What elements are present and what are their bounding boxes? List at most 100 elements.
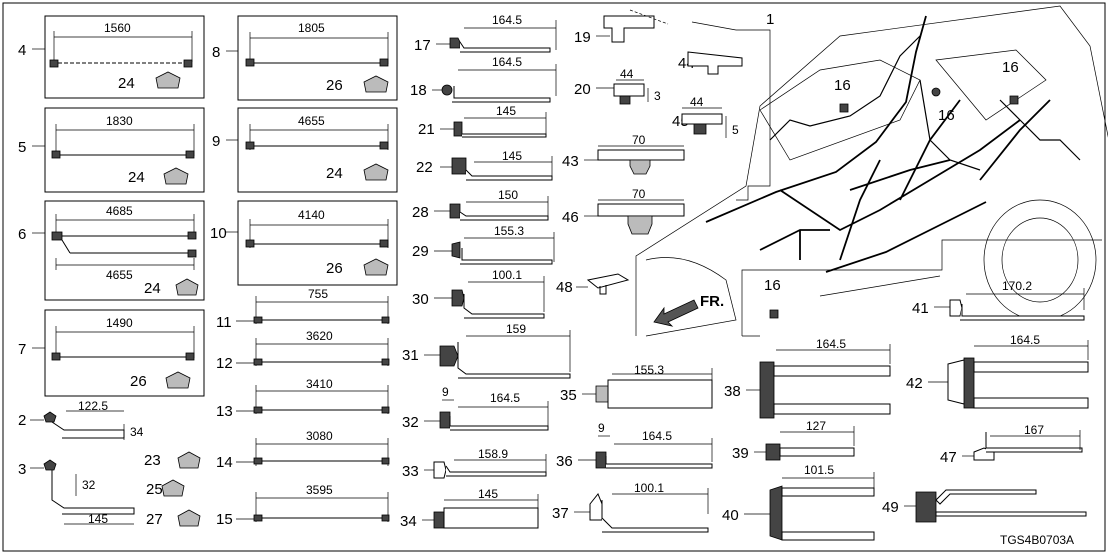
callout-16: 16 — [1002, 59, 1019, 76]
cable-tie — [463, 294, 545, 319]
callout-17: 17 — [414, 37, 431, 54]
callout-42: 42 — [906, 375, 923, 392]
callout-24: 24 — [144, 280, 161, 297]
cable-tie — [449, 416, 549, 431]
dim-8: 1805 — [298, 21, 325, 35]
dim-7: 1490 — [106, 316, 133, 330]
callout-10: 10 — [210, 225, 227, 242]
dim-5: 1830 — [106, 114, 133, 128]
grommet-icon — [155, 71, 181, 89]
connector-icon — [187, 231, 197, 240]
callout-13: 13 — [216, 403, 233, 420]
part-10-group: 10 4140 26 — [210, 200, 398, 286]
cable-tie-band — [773, 403, 891, 415]
callout-30: 30 — [412, 291, 429, 308]
callout-40: 40 — [722, 507, 739, 524]
cable-tie — [605, 456, 713, 469]
part-8-box — [237, 15, 398, 101]
callout-4: 4 — [18, 42, 26, 59]
callout-24: 24 — [118, 75, 135, 92]
callout-32: 32 — [402, 414, 419, 431]
callout-6: 6 — [18, 226, 26, 243]
dim-33: 158.9 — [478, 447, 508, 461]
part-5-group: 5 1830 24 — [18, 107, 205, 193]
dim-37: 100.1 — [634, 481, 664, 495]
dim-42: 164.5 — [1010, 333, 1040, 347]
callout-16: 16 — [834, 77, 851, 94]
dim-15: 3595 — [306, 483, 333, 497]
clip-plate — [597, 149, 685, 161]
dim-29: 155.3 — [494, 224, 524, 238]
connector-icon — [51, 352, 61, 361]
connector-icon — [51, 231, 63, 241]
callout-16: 16 — [764, 277, 781, 294]
callout-26: 26 — [326, 77, 343, 94]
clip-bracket — [687, 51, 743, 75]
clip-bracket — [586, 273, 630, 295]
dim-40: 101.5 — [804, 463, 834, 477]
clip-bracket — [603, 15, 655, 43]
cable-tie — [452, 86, 551, 103]
callout-15: 15 — [216, 511, 233, 528]
callout-36: 36 — [556, 453, 573, 470]
callout-35: 35 — [560, 387, 577, 404]
part-9-box — [237, 107, 398, 193]
part-7-group: 7 1490 26 — [18, 309, 205, 397]
cable-tie-band — [607, 379, 713, 409]
dim-6a: 4685 — [106, 204, 133, 218]
grommet-icon — [177, 451, 201, 469]
dim-45a: 44 — [690, 95, 704, 109]
dim-35: 155.3 — [634, 363, 664, 377]
part-8-group: 8 1805 26 — [212, 15, 398, 101]
part-5-box — [44, 107, 205, 193]
dim-6b: 4655 — [106, 268, 133, 282]
cable-tie — [459, 211, 549, 221]
callout-9: 9 — [212, 133, 220, 150]
dim-11: 755 — [308, 287, 328, 301]
callout-28: 28 — [412, 204, 429, 221]
cable-tie-band — [773, 365, 891, 377]
callout-22: 22 — [416, 159, 433, 176]
dim-10: 4140 — [298, 208, 325, 222]
callout-38: 38 — [724, 383, 741, 400]
connector-icon — [187, 249, 197, 258]
clip-icon — [627, 215, 653, 235]
callout-20: 20 — [574, 81, 591, 98]
dim-12: 3620 — [306, 329, 333, 343]
cable-tie — [779, 447, 855, 457]
fr-label: FR. — [700, 293, 724, 310]
grommet-icon — [175, 278, 199, 296]
callout-41: 41 — [912, 300, 929, 317]
clamp-bracket — [51, 470, 135, 515]
clip-icon — [43, 459, 57, 471]
dim-39: 127 — [806, 419, 826, 433]
dim-28: 150 — [498, 188, 518, 202]
callout-24: 24 — [128, 169, 145, 186]
clip-icon — [629, 159, 651, 175]
dim-22: 145 — [502, 149, 522, 163]
callout-26: 26 — [326, 260, 343, 277]
grommets-group: 23 25 27 — [144, 451, 201, 528]
dim-32a: 9 — [442, 385, 449, 399]
connector-icon — [185, 150, 195, 159]
cable-tie — [960, 304, 1085, 321]
dim-34: 145 — [478, 487, 498, 501]
grommet-icon — [165, 371, 191, 389]
cable-tie — [601, 500, 709, 533]
callout-48: 48 — [556, 279, 573, 296]
cable-tie-band — [973, 361, 1089, 373]
callout-18: 18 — [410, 82, 427, 99]
cable-tie-band — [781, 531, 875, 541]
part-3-group: 3 32 145 — [18, 459, 135, 526]
part-9-group: 9 4655 24 — [212, 107, 398, 193]
dim-43: 70 — [632, 133, 646, 147]
dim-45b: 5 — [732, 123, 739, 137]
dim-9: 4655 — [298, 114, 325, 128]
dim-3-height: 32 — [82, 478, 96, 492]
dim-36b: 164.5 — [642, 429, 672, 443]
part-7-box — [44, 309, 205, 397]
grommet-icon — [177, 509, 201, 527]
dim-4: 1560 — [104, 21, 131, 35]
connector-icon — [183, 59, 193, 68]
leader-line — [736, 29, 771, 201]
